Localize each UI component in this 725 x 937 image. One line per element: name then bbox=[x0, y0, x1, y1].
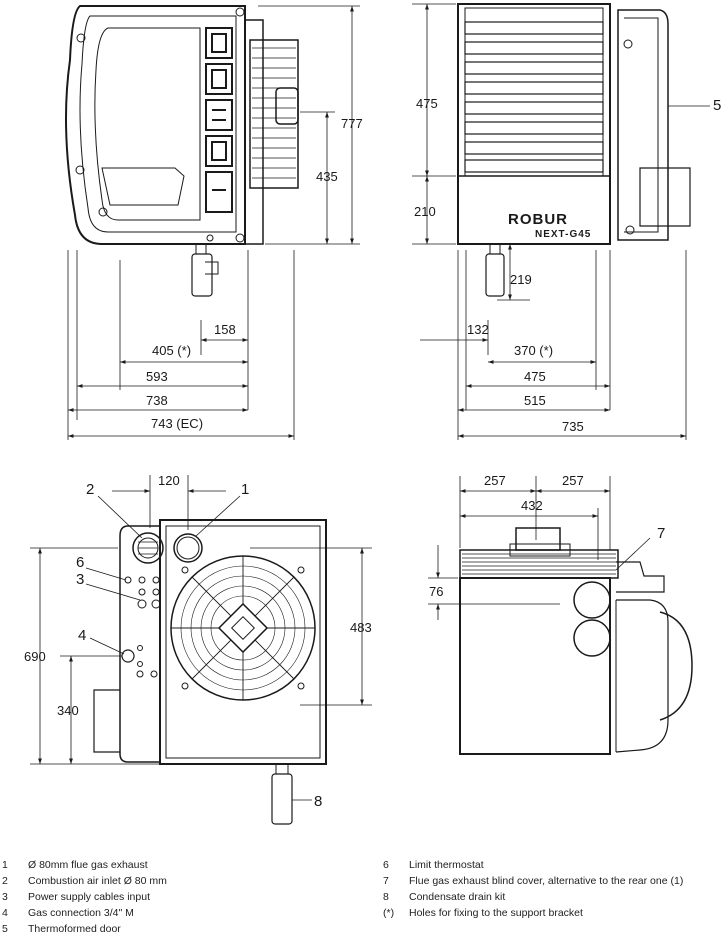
front-door bbox=[617, 9, 669, 241]
front-dimension-lines bbox=[412, 3, 687, 440]
rear-dimension-lines bbox=[30, 475, 372, 765]
dim-132: 132 bbox=[467, 322, 489, 337]
front-model: NEXT-G45 bbox=[535, 229, 591, 240]
dim-158: 158 bbox=[214, 322, 236, 337]
side-logo-letters bbox=[205, 27, 233, 213]
dim-475b: 475 bbox=[524, 369, 546, 384]
legend-item: (*)Holes for fixing to the support brack… bbox=[383, 907, 583, 919]
front-louvres bbox=[464, 21, 604, 173]
callout-8: 8 bbox=[314, 793, 322, 810]
dim-76: 76 bbox=[429, 584, 443, 599]
dim-593: 593 bbox=[146, 369, 168, 384]
callout-2: 2 bbox=[86, 481, 94, 498]
callout-4: 4 bbox=[78, 627, 86, 644]
dim-435: 435 bbox=[316, 169, 338, 184]
side-door-shell bbox=[65, 5, 246, 245]
side-fan-grille bbox=[252, 47, 296, 179]
top-view bbox=[459, 527, 693, 755]
callout-3: 3 bbox=[76, 571, 84, 588]
dim-405: 405 (*) bbox=[152, 343, 191, 358]
side-dimension-lines bbox=[67, 5, 360, 440]
rear-view bbox=[93, 519, 327, 825]
dim-483: 483 bbox=[350, 620, 372, 635]
dim-257-left: 257 bbox=[484, 473, 506, 488]
front-logo: ROBUR bbox=[508, 211, 568, 228]
dim-475: 475 bbox=[416, 96, 438, 111]
dim-219: 219 bbox=[510, 272, 532, 287]
dim-210: 210 bbox=[414, 204, 436, 219]
dim-370: 370 (*) bbox=[514, 343, 553, 358]
dim-340: 340 bbox=[57, 703, 79, 718]
front-view bbox=[457, 3, 691, 297]
dim-690: 690 bbox=[24, 649, 46, 664]
dim-257-right: 257 bbox=[562, 473, 584, 488]
technical-drawing: ROBUR NEXT-G45 bbox=[24, 3, 721, 825]
callout-6: 6 bbox=[76, 554, 84, 571]
rear-air-inlet bbox=[132, 532, 164, 564]
top-dimension-lines bbox=[428, 476, 651, 620]
dim-735: 735 bbox=[562, 419, 584, 434]
callout-5: 5 bbox=[713, 97, 721, 114]
callout-7: 7 bbox=[657, 525, 665, 542]
rear-flue-exhaust bbox=[173, 533, 203, 563]
dim-120: 120 bbox=[158, 473, 180, 488]
dim-738: 738 bbox=[146, 393, 168, 408]
dim-743: 743 (EC) bbox=[151, 416, 203, 431]
callout-1: 1 bbox=[241, 481, 249, 498]
dim-777: 777 bbox=[341, 116, 363, 131]
dim-515: 515 bbox=[524, 393, 546, 408]
side-view bbox=[65, 5, 299, 297]
dim-432: 432 bbox=[521, 498, 543, 513]
rear-leader-lines bbox=[85, 495, 312, 801]
